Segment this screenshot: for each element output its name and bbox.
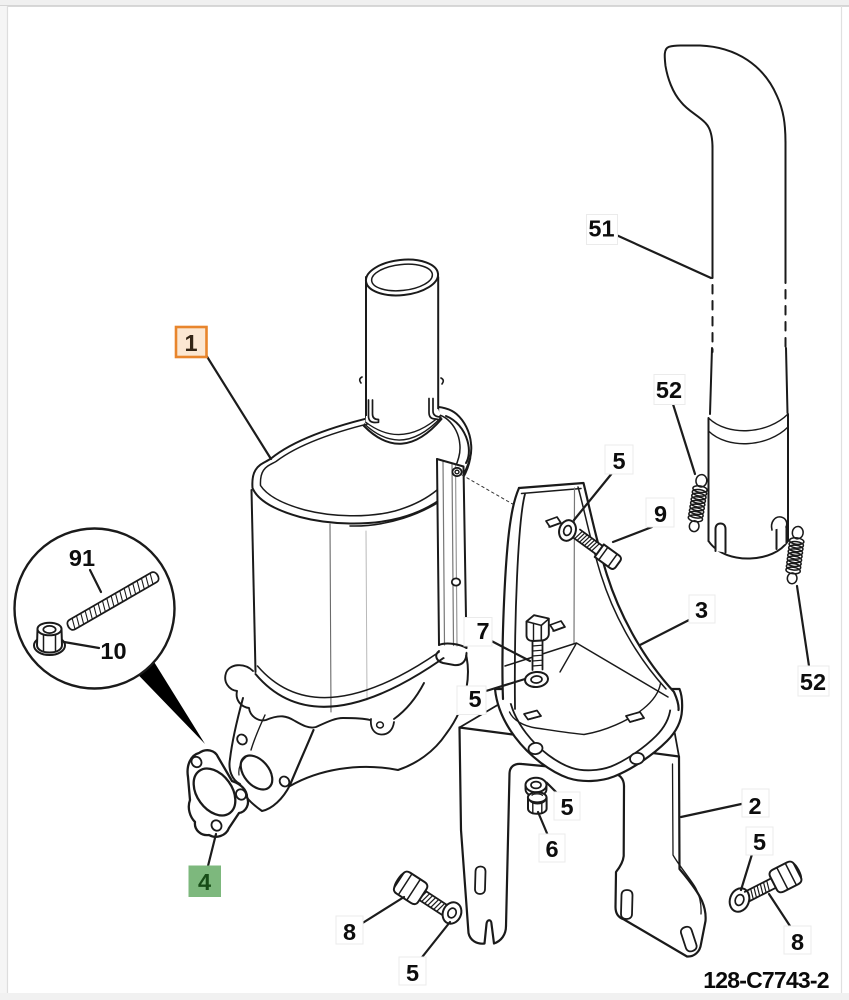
svg-text:5: 5: [753, 829, 766, 855]
svg-text:5: 5: [560, 794, 573, 820]
svg-text:6: 6: [545, 836, 558, 862]
svg-text:7: 7: [476, 618, 489, 644]
svg-text:4: 4: [198, 869, 211, 895]
svg-text:2: 2: [748, 793, 761, 819]
svg-text:8: 8: [791, 929, 804, 955]
svg-text:9: 9: [654, 501, 667, 527]
svg-text:52: 52: [800, 669, 826, 695]
svg-text:51: 51: [588, 216, 614, 242]
svg-text:5: 5: [468, 686, 481, 712]
svg-text:10: 10: [100, 638, 126, 664]
svg-text:5: 5: [406, 960, 419, 986]
svg-text:128-C7743-2: 128-C7743-2: [703, 967, 828, 993]
svg-text:8: 8: [343, 919, 356, 945]
svg-text:91: 91: [69, 545, 95, 571]
svg-text:1: 1: [184, 330, 197, 356]
svg-text:52: 52: [656, 377, 682, 403]
svg-text:5: 5: [612, 448, 625, 474]
svg-text:3: 3: [695, 597, 708, 623]
